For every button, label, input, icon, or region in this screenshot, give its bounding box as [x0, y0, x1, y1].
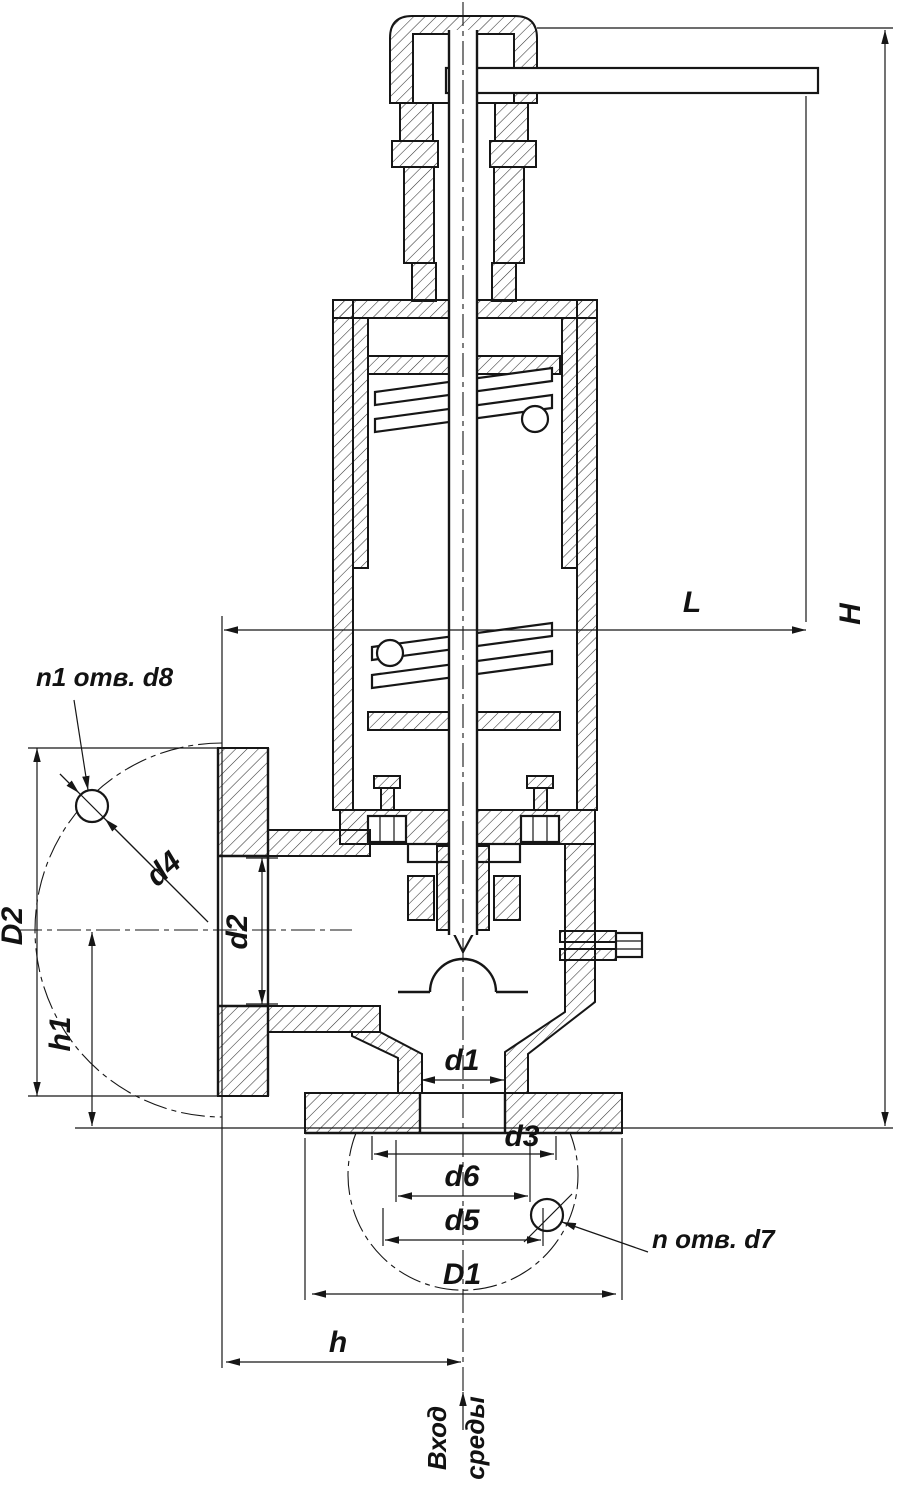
dim-label-d3: d3 — [504, 1120, 539, 1153]
dim-label-L: L — [683, 586, 701, 619]
callout-n1-d8: n1 отв. d8 — [36, 662, 174, 692]
adjusting-screw-assembly — [391, 102, 537, 302]
dim-label-d4: d4 — [140, 845, 188, 893]
flow-label-line1: Вход — [422, 1406, 452, 1470]
dim-label-h1: h1 — [44, 1016, 77, 1051]
extension-lines — [28, 27, 893, 1368]
dim-label-d1: d1 — [444, 1044, 479, 1077]
lever-arm — [444, 66, 820, 95]
dimension-lines — [33, 30, 889, 1366]
dim-label-d5: d5 — [444, 1204, 480, 1237]
callout-n-d7: n отв. d7 — [652, 1224, 776, 1254]
dim-label-H: H — [834, 602, 867, 625]
dim-label-d6: d6 — [444, 1160, 479, 1193]
dimension-labels: H L D2 h1 d2 d4 n1 отв. d8 d1 d3 d6 d5 D… — [0, 586, 867, 1480]
dim-label-h: h — [329, 1326, 347, 1359]
dim-label-D1: D1 — [443, 1258, 481, 1291]
bonnet-bolts — [366, 775, 561, 844]
dim-label-d2: d2 — [221, 914, 254, 949]
leader-lines — [59, 699, 649, 1430]
outlet-duct — [267, 829, 381, 1033]
dim-label-D2: D2 — [0, 907, 29, 946]
drain-boss — [559, 930, 644, 961]
flow-label-line2: среды — [460, 1396, 490, 1479]
